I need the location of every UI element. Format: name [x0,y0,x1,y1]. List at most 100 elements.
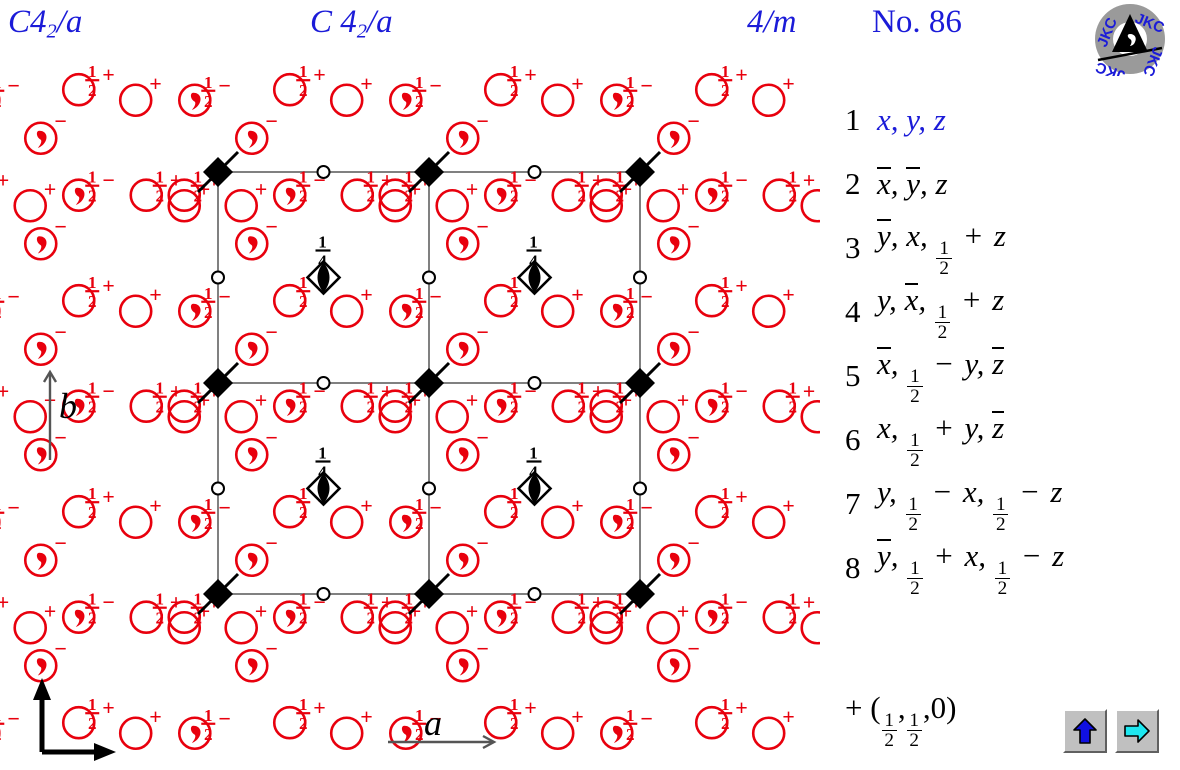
position-label: 12− [623,284,653,322]
position-label: − [54,320,67,345]
general-position-circle [167,178,202,213]
position-label: 12+ [85,484,115,522]
nav-right-button[interactable] [1115,709,1159,753]
position-label: 12+ [718,273,748,311]
height-sign: − [640,706,653,731]
height-label-quarter: 14 [315,444,331,482]
position-label: 12− [623,495,653,533]
quarter-numerator: 1 [318,233,327,252]
position-label: 12+ [152,379,182,417]
half-denominator: 2 [0,92,2,111]
position-label: + [360,704,373,729]
general-position-circle [61,72,96,107]
position-label: − [265,425,278,450]
general-position-circle [378,178,413,213]
general-position-circle [167,389,202,424]
position-label: 12+ [718,484,748,522]
quarter-numerator: 1 [529,233,538,252]
general-position-circle [61,600,96,635]
position-label: + [149,493,162,518]
height-sign: − [687,636,700,661]
general-position-circle [272,389,307,424]
position-label: 12+ [296,695,326,733]
orientation-up-arrowhead [33,678,51,700]
height-sign: + [782,493,795,518]
inversion-centre-symbol [527,376,542,390]
general-position-circle [445,648,480,683]
half-denominator: 2 [299,398,308,417]
comma-glyph [669,552,680,570]
height-sign: + [466,387,479,412]
position-label: 12− [85,590,115,628]
height-sign: + [255,387,268,412]
half-numerator: 1 [299,379,308,398]
general-position-circle [483,283,518,318]
comma-marker [669,341,680,359]
position-label: 12+ [507,695,537,733]
general-position-circle [589,178,624,213]
half-denominator: 2 [299,81,308,100]
half-numerator: 1 [88,590,97,609]
comma-glyph [496,187,507,205]
position-label: − [476,214,489,239]
operation-expression: x, y, z [877,166,948,201]
general-position-circle [272,283,307,318]
general-position-circle [483,705,518,740]
comma-marker [285,187,296,205]
general-position-circle [751,83,786,118]
inversion-centre-symbol [316,587,331,601]
general-position-circle [13,610,48,645]
comma-marker [669,130,680,148]
comma-marker [612,514,623,532]
position-label: − [687,636,700,661]
comma-marker [247,236,258,254]
half-numerator: 1 [721,62,730,81]
position-label: 12+ [785,590,815,628]
position-label: 12− [412,284,442,322]
operation-index: 7 [845,486,861,521]
comma-marker [707,609,718,627]
position-label: 12+ [363,590,393,628]
general-position-circle [589,600,624,635]
general-position-circle [762,178,797,213]
position-label: + [255,598,268,623]
general-position-circle [234,543,269,578]
half-numerator: 1 [367,590,376,609]
half-denominator: 2 [578,187,587,206]
general-position-circle [340,389,375,424]
comma-glyph [458,236,469,254]
position-label: 12+ [785,168,815,206]
half-denominator: 2 [299,292,308,311]
position-label: 12− [201,495,231,533]
comma-marker [612,303,623,321]
half-numerator: 1 [156,379,165,398]
general-position-circle [61,705,96,740]
half-denominator: 2 [721,503,730,522]
half-numerator: 1 [0,495,2,514]
half-denominator: 2 [204,92,213,111]
comma-glyph [496,609,507,627]
comma-marker [247,130,258,148]
general-position-circle [23,121,58,156]
general-position-circle [388,294,423,329]
height-sign: + [360,71,373,96]
quarter-denominator: 4 [318,463,327,482]
nav-up-button[interactable] [1063,709,1107,753]
filled-diamond [414,579,444,609]
general-position-circle [388,505,423,540]
hm-symbol-short: C42/a [8,4,83,43]
height-sign: − [54,425,67,450]
half-denominator: 2 [299,503,308,522]
filled-diamond [203,157,233,187]
height-sign: + [149,71,162,96]
comma-marker [74,398,85,416]
position-label: − [687,109,700,134]
general-position-circle [329,505,364,540]
half-numerator: 1 [510,590,519,609]
height-sign: + [571,71,584,96]
position-label: + [149,704,162,729]
position-label: 12+ [718,62,748,100]
comma-marker [190,303,201,321]
general-position-circle [646,399,681,434]
